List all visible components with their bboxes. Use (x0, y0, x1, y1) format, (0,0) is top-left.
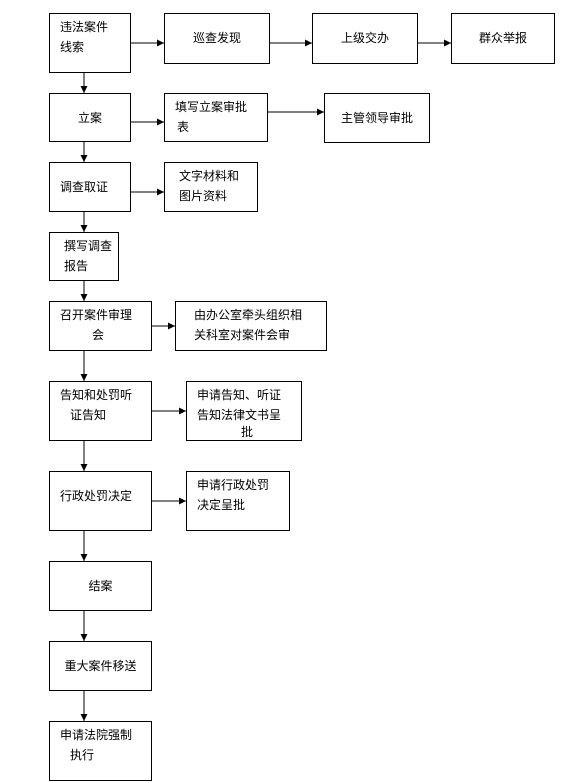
node-line: 申请法院强制 (60, 728, 133, 742)
node-line: 表 (177, 120, 190, 134)
node-office-led-review: 由办公室牵头组织相 关科室对案件会审 (175, 301, 327, 351)
node-penalty-decision: 行政处罚决定 (49, 471, 152, 531)
node-line: 图片资料 (179, 189, 228, 203)
node-line: 执行 (70, 748, 95, 762)
node-line: 填写立案审批 (175, 100, 248, 114)
node-superior-assignment: 上级交办 (312, 13, 418, 64)
node-line: 结案 (88, 579, 113, 593)
node-line: 巡查发现 (192, 31, 241, 45)
node-line: 文字材料和 (179, 169, 240, 183)
node-line: 决定呈批 (197, 498, 246, 512)
node-line: 关科室对案件会审 (194, 328, 291, 342)
node-line: 告知和处罚听 (60, 388, 133, 402)
node-court-enforcement: 申请法院强制 执行 (49, 721, 152, 781)
node-line: 立案 (78, 111, 103, 125)
node-line: 重大案件移送 (64, 659, 137, 673)
node-write-report: 撰写调查 报告 (49, 232, 119, 281)
node-public-report: 群众举报 (451, 13, 555, 64)
node-line: 召开案件审理 (60, 308, 133, 322)
node-major-case-transfer: 重大案件移送 (49, 641, 152, 691)
node-line: 申请行政处罚 (197, 478, 270, 492)
node-case-review-meeting: 召开案件审理 会 (49, 301, 152, 351)
node-line: 调查取证 (60, 180, 109, 194)
node-line: 由办公室牵头组织相 (194, 308, 303, 322)
node-notice-document-approval: 申请告知、听证 告知法律文书呈 批 (186, 381, 302, 441)
node-investigation: 调查取证 (49, 162, 131, 212)
node-penalty-decision-approval: 申请行政处罚 决定呈批 (186, 471, 290, 531)
node-line: 线索 (60, 40, 85, 54)
node-line: 报告 (64, 259, 89, 273)
node-notice-hearing: 告知和处罚听 证告知 (49, 381, 152, 441)
node-line: 主管领导审批 (340, 111, 413, 125)
node-illegal-case-clue: 违法案件 线索 (49, 13, 131, 73)
node-line: 上级交办 (340, 31, 389, 45)
node-line: 群众举报 (478, 31, 527, 45)
node-line: 撰写调查 (64, 239, 113, 253)
node-case-closure: 结案 (49, 561, 152, 611)
node-line: 批 (241, 425, 254, 439)
node-line: 证告知 (70, 408, 107, 422)
node-patrol-discovery: 巡查发现 (164, 13, 270, 64)
node-line: 行政处罚决定 (60, 489, 133, 503)
node-line: 告知法律文书呈 (197, 408, 282, 422)
node-case-filing: 立案 (49, 93, 131, 142)
node-text-image-materials: 文字材料和 图片资料 (164, 162, 258, 212)
node-line: 会 (92, 328, 105, 342)
node-fill-filing-form: 填写立案审批 表 (164, 93, 268, 142)
node-supervisor-approval: 主管领导审批 (324, 93, 430, 143)
node-line: 违法案件 (60, 20, 109, 34)
node-line: 申请告知、听证 (197, 388, 282, 402)
